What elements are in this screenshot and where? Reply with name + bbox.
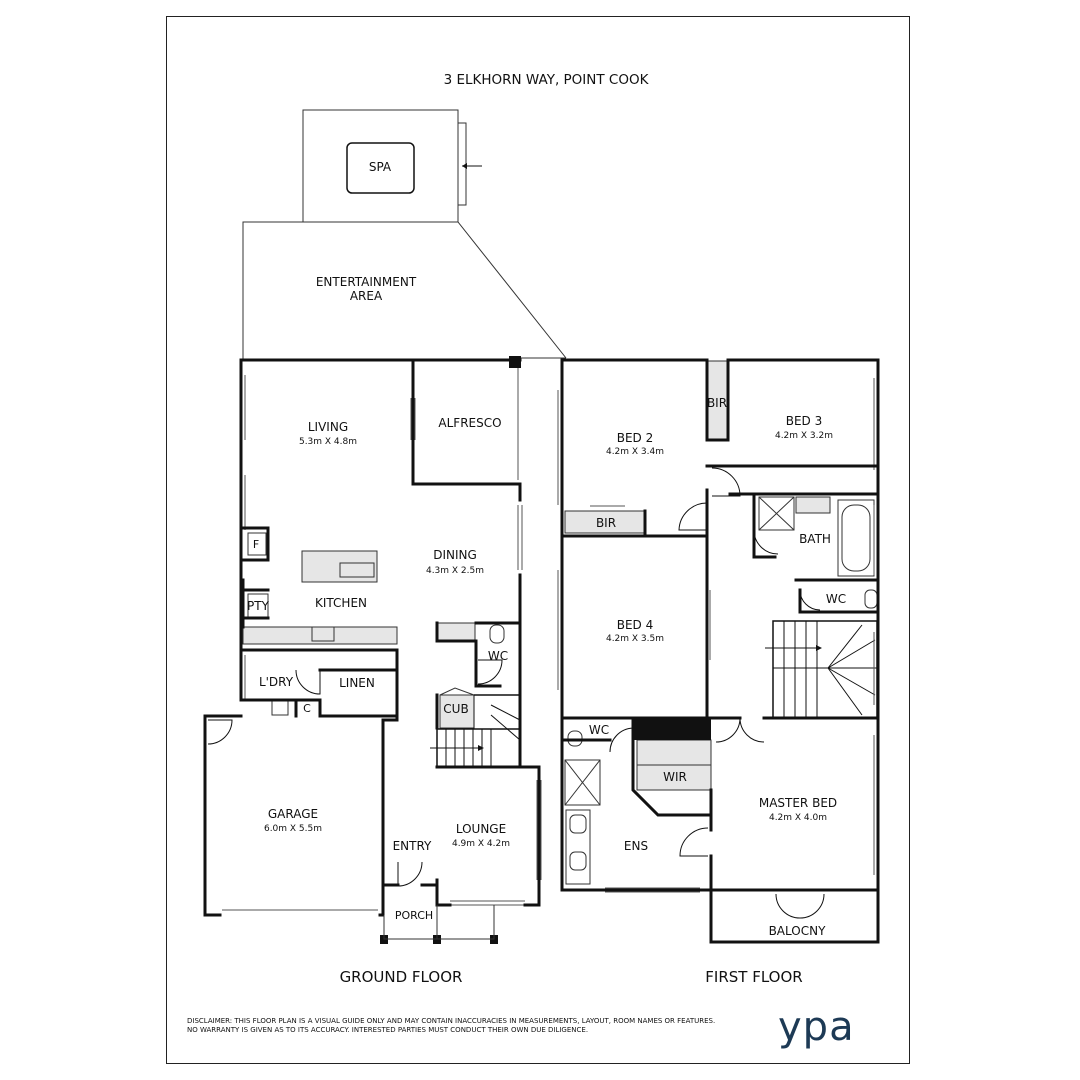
spa-tub xyxy=(346,142,415,194)
plan-title: 3 ELKHORN WAY, POINT COOK xyxy=(444,72,650,88)
label-ens: ENS xyxy=(624,839,648,853)
label-cupboard: C xyxy=(303,702,311,715)
dim-garage: 6.0m X 5.5m xyxy=(264,824,322,834)
label-master: MASTER BED xyxy=(759,796,837,810)
label-entertainment-1: ENTERTAINMENT xyxy=(316,275,417,289)
label-living: LIVING xyxy=(308,420,348,434)
label-wc-ground: WC xyxy=(488,649,508,663)
porch-outline xyxy=(383,905,495,940)
stair-arrow-ground xyxy=(478,745,484,751)
dim-lounge: 4.9m X 4.2m xyxy=(452,839,510,849)
label-garage: GARAGE xyxy=(268,807,318,821)
dim-living: 5.3m X 4.8m xyxy=(299,437,357,447)
dim-master: 4.2m X 4.0m xyxy=(769,813,827,823)
doors xyxy=(207,467,825,919)
label-linen: LINEN xyxy=(339,676,375,690)
label-wc-first: WC xyxy=(826,592,846,606)
label-fridge: F xyxy=(253,538,259,551)
label-porch: PORCH xyxy=(395,909,433,922)
label-bath: BATH xyxy=(799,532,831,546)
label-spa: SPA xyxy=(369,160,392,174)
disclaimer-line-1: DISCLAIMER: THIS FLOOR PLAN IS A VISUAL … xyxy=(187,1017,716,1025)
label-entertainment-2: AREA xyxy=(350,289,383,303)
label-ground-floor: GROUND FLOOR xyxy=(340,968,463,986)
dim-bed2: 4.2m X 3.4m xyxy=(606,447,664,457)
label-laundry: L'DRY xyxy=(259,675,294,689)
label-bed4: BED 4 xyxy=(617,618,654,632)
ypa-logo: ypa xyxy=(778,1004,855,1050)
label-dining: DINING xyxy=(433,548,477,562)
label-bed3: BED 3 xyxy=(786,414,823,428)
walls xyxy=(203,358,880,944)
plan-border xyxy=(166,16,910,1064)
label-entry: ENTRY xyxy=(393,839,432,853)
fixture-outlines xyxy=(247,496,878,885)
dim-bed3: 4.2m X 3.2m xyxy=(775,431,833,441)
label-first-floor: FIRST FLOOR xyxy=(705,968,802,986)
label-lounge: LOUNGE xyxy=(456,822,506,836)
label-bir-bed3: BIR xyxy=(707,396,727,410)
disclaimer: DISCLAIMER: THIS FLOOR PLAN IS A VISUAL … xyxy=(187,1017,747,1035)
label-wir: WIR xyxy=(663,770,687,784)
disclaimer-line-2: NO WARRANTY IS GIVEN AS TO ITS ACCURACY.… xyxy=(187,1026,589,1034)
stair-arrow-first xyxy=(816,645,822,651)
label-bir-bed2: BIR xyxy=(596,516,616,530)
wir-shelf xyxy=(633,718,711,740)
dim-bed4: 4.2m X 3.5m xyxy=(606,634,664,644)
label-wc-ens: WC xyxy=(589,723,609,737)
label-balcony: BALOCNY xyxy=(769,924,827,938)
label-bed2: BED 2 xyxy=(617,431,654,445)
outdoor-areas xyxy=(242,109,567,360)
dim-dining: 4.3m X 2.5m xyxy=(426,566,484,576)
label-cub: CUB xyxy=(443,702,468,716)
label-pantry: PTY xyxy=(247,599,270,613)
arrow-head xyxy=(462,163,467,169)
label-kitchen: KITCHEN xyxy=(315,596,367,610)
column xyxy=(509,356,521,368)
label-alfresco: ALFRESCO xyxy=(438,416,501,430)
fixtures xyxy=(242,360,831,791)
